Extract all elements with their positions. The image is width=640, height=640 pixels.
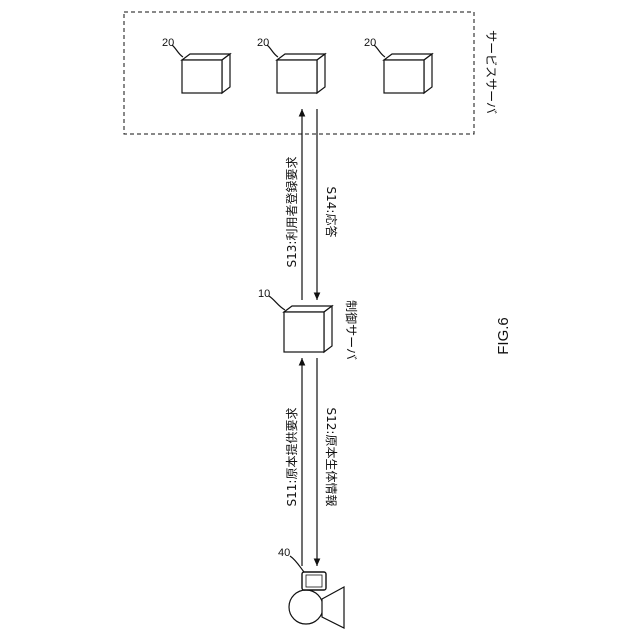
service-server-label: サービスサーバ — [484, 30, 498, 114]
figure-label: FIG.6 — [495, 317, 512, 355]
s12-label: S12:原本生体情報 — [324, 408, 338, 507]
s11-label: S11:原本提供要求 — [284, 408, 299, 507]
user-head — [289, 590, 323, 624]
service-server-unit-2: 20 — [257, 37, 325, 93]
control-server-ref: 10 — [258, 288, 270, 300]
user-ref: 40 — [278, 547, 290, 559]
unit-ref-3: 20 — [364, 37, 376, 49]
unit-ref-2: 20 — [257, 37, 269, 49]
service-server-unit-1: 20 — [162, 37, 230, 93]
service-server-unit-3: 20 — [364, 37, 432, 93]
s14-label: S14:応答 — [324, 187, 339, 238]
control-server: 10 — [258, 288, 332, 352]
s13-label: S13:利用者登録要求 — [284, 157, 299, 268]
user-body — [322, 587, 344, 628]
control-server-label: 制御サーバ — [344, 300, 359, 360]
user-figure: 40 — [278, 547, 344, 628]
unit-ref-1: 20 — [162, 37, 174, 49]
